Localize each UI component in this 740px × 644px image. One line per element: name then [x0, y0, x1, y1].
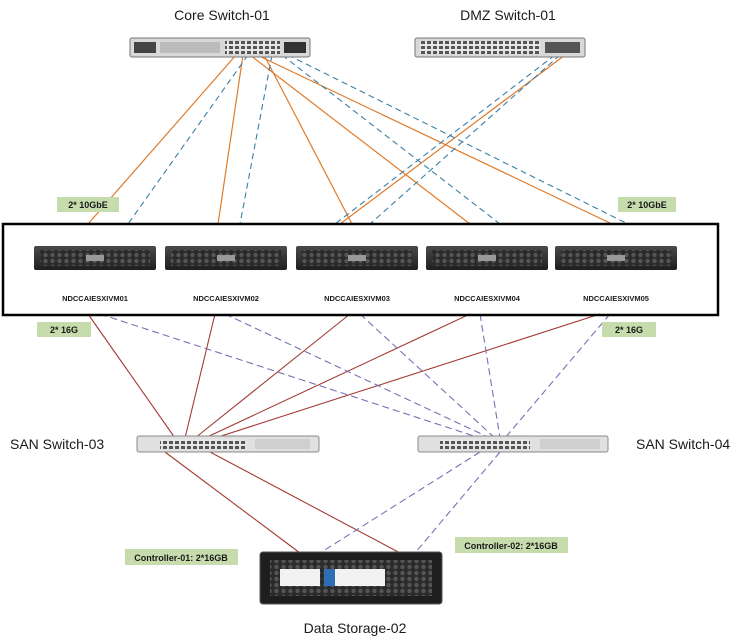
tag-fc-right: 2* 16G: [602, 322, 656, 337]
tag-eth-left-text: 2* 10GbE: [68, 200, 108, 210]
tag-controller-2-text: Controller-02: 2*16GB: [464, 541, 558, 551]
san-switch-4-label: SAN Switch-04: [636, 436, 730, 452]
san-switch-3-label: SAN Switch-03: [10, 436, 104, 452]
tag-controller-1: Controller-01: 2*16GB: [125, 549, 238, 565]
tag-fc-left: 2* 16G: [37, 322, 91, 337]
tag-eth-right-text: 2* 10GbE: [627, 200, 667, 210]
tag-controller-1-text: Controller-01: 2*16GB: [134, 553, 228, 563]
tag-eth-left: 2* 10GbE: [57, 197, 119, 212]
core-switch-label: Core Switch-01: [174, 7, 270, 23]
tag-fc-left-text: 2* 16G: [50, 325, 78, 335]
fc-links-solid: [87, 313, 601, 554]
fc-links-dashed: [99, 313, 611, 554]
server-label-1: NDCCAIESXIVM01: [62, 294, 128, 303]
dmz-switch-label: DMZ Switch-01: [460, 7, 556, 23]
storage-label: Data Storage-02: [304, 620, 407, 636]
server-3: [296, 246, 418, 270]
tag-fc-right-text: 2* 16G: [615, 325, 643, 335]
san-switch-3-device: [136, 435, 320, 453]
server-label-5: NDCCAIESXIVM05: [583, 294, 649, 303]
core-switch-device: [129, 37, 311, 58]
server-5: [555, 246, 677, 270]
server-4: [426, 246, 548, 270]
server-label-2: NDCCAIESXIVM02: [193, 294, 259, 303]
esxi-host-group-frame: [1, 222, 720, 317]
ethernet-links-solid: [87, 54, 613, 225]
server-label-4: NDCCAIESXIVM04: [454, 294, 521, 303]
tag-controller-2: Controller-02: 2*16GB: [455, 537, 568, 553]
server-2: [165, 246, 287, 270]
ethernet-links-dashed: [127, 54, 629, 225]
tag-eth-right: 2* 10GbE: [618, 197, 676, 212]
server-label-3: NDCCAIESXIVM03: [324, 294, 390, 303]
san-switch-4-device: [417, 435, 609, 453]
storage-device: [259, 551, 443, 605]
dmz-switch-device: [414, 37, 586, 58]
server-1: [34, 246, 156, 270]
